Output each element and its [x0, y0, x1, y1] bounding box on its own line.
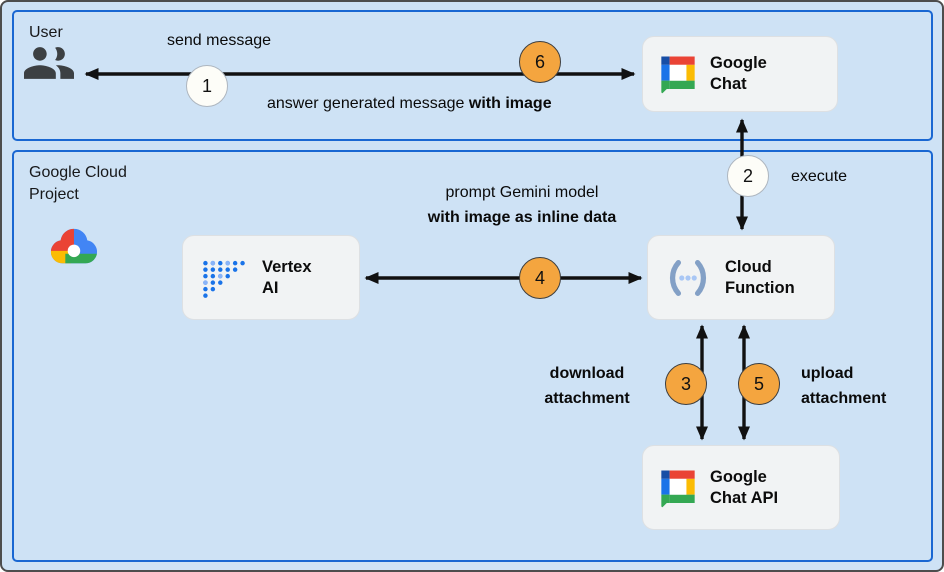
user-section-label: User — [29, 24, 63, 41]
step-6-badge: 6 — [519, 41, 561, 83]
step-5-badge: 5 — [738, 363, 780, 405]
label-download-attachment: download attachment — [544, 365, 630, 407]
node-vertex-ai: Vertex AI — [182, 235, 360, 320]
node-label-cloud-function: Cloud Function — [725, 257, 795, 297]
step-1-badge: 1 — [186, 65, 228, 107]
node-google-chat-api: Google Chat API — [642, 445, 840, 530]
cloud-function-icon — [663, 255, 713, 301]
google-cloud-project-label: Google Cloud Project — [29, 164, 127, 203]
google-cloud-project-section-box — [12, 150, 933, 562]
google-chat-icon — [658, 53, 698, 95]
label-upload-attachment: upload attachment — [801, 365, 887, 407]
step-2-badge: 2 — [727, 155, 769, 197]
node-google-chat: Google Chat — [642, 36, 838, 112]
node-label-vertex-ai: Vertex AI — [262, 257, 312, 297]
label-prompt-gemini-model: prompt Gemini model with image as inline… — [427, 184, 617, 226]
node-label-google-chat: Google Chat — [710, 54, 767, 93]
node-cloud-function: Cloud Function — [647, 235, 835, 320]
node-label-google-chat-api: Google Chat API — [710, 467, 779, 507]
vertex-ai-icon — [198, 255, 250, 301]
label-execute: execute — [791, 168, 848, 185]
label-send-message: send message — [167, 32, 272, 49]
step-3-badge: 3 — [665, 363, 707, 405]
google-cloud-logo — [42, 222, 104, 272]
label-answer-generated-message: answer generated message with image — [267, 95, 552, 112]
user-section-box — [12, 10, 933, 141]
google-chat-icon — [658, 467, 698, 509]
step-4-badge: 4 — [519, 257, 561, 299]
people-icon — [24, 46, 74, 80]
